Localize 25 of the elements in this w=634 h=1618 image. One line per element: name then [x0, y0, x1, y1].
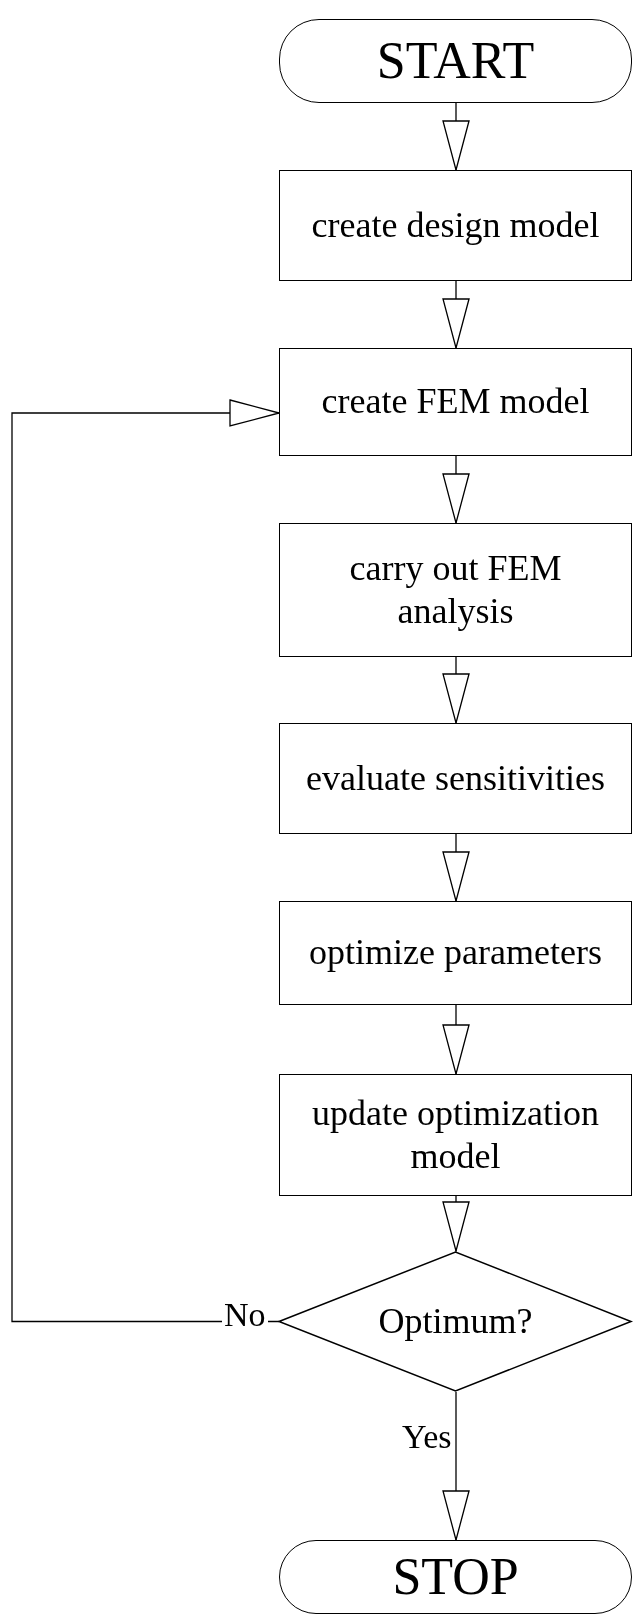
node-label: carry out FEM analysis — [348, 546, 563, 633]
decision-diamond — [279, 1251, 632, 1392]
node-label: Optimum? — [377, 1299, 534, 1343]
arrow — [442, 1195, 470, 1252]
arrow — [442, 833, 470, 902]
process-box — [279, 723, 632, 834]
arrow — [442, 102, 470, 171]
node-label: update optimization model — [311, 1091, 600, 1178]
process-box — [279, 348, 632, 456]
node-label: optimize parameters — [308, 931, 603, 975]
process-box — [279, 170, 632, 281]
arrow — [442, 656, 470, 724]
node-label: create FEM model — [320, 380, 591, 424]
arrow — [442, 455, 470, 524]
arrow — [442, 280, 470, 349]
node-label: create design model — [310, 203, 601, 247]
arrow — [442, 1004, 470, 1075]
process-box — [279, 523, 632, 657]
process-box — [279, 901, 632, 1005]
process-box — [279, 1074, 632, 1196]
arrow — [11, 399, 280, 1323]
node-label: evaluate sensitivities — [305, 756, 606, 800]
node-label: START — [375, 30, 536, 91]
node-label: STOP — [391, 1546, 520, 1607]
arrow — [442, 1391, 470, 1541]
